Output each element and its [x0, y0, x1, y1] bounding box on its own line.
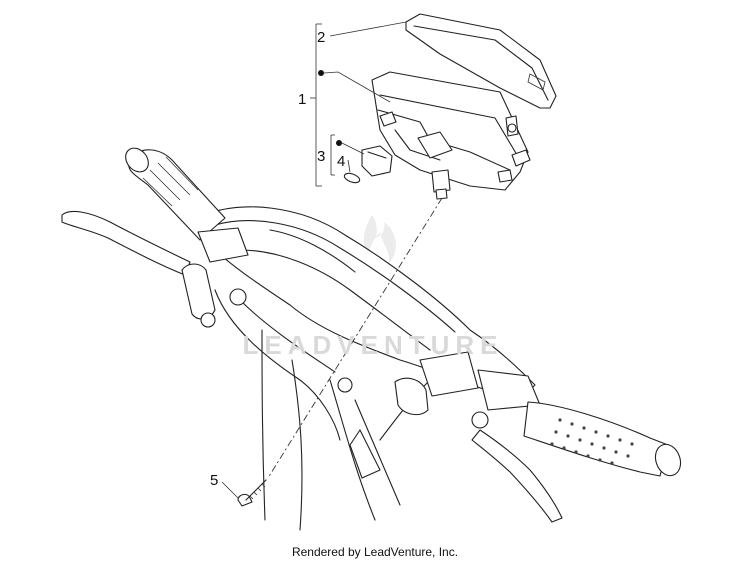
callout-2: 2: [317, 29, 325, 46]
bulb-holder: [361, 145, 393, 177]
assembly-centerline: [267, 197, 443, 479]
callout-3: 3: [317, 148, 325, 165]
screw: [237, 479, 267, 507]
callout-4: 4: [337, 153, 345, 170]
instrument-cluster: [371, 71, 531, 200]
callout-5: 5: [210, 472, 218, 489]
handlebar-assembly: [61, 147, 682, 531]
left-brake-lever: [61, 210, 191, 276]
callout-leaders: [221, 21, 407, 499]
right-grip: [523, 401, 682, 477]
left-grip: [125, 147, 226, 241]
watermark-text: LEADVENTURE: [242, 330, 504, 360]
bulb: [343, 172, 361, 184]
callout-1: 1: [298, 91, 306, 108]
credit-line: Rendered by LeadVenture, Inc.: [291, 545, 459, 559]
cluster-cover: [405, 13, 557, 109]
right-controls: [337, 351, 541, 429]
left-master-cylinder: [181, 227, 249, 328]
right-brake-lever: [471, 429, 563, 523]
